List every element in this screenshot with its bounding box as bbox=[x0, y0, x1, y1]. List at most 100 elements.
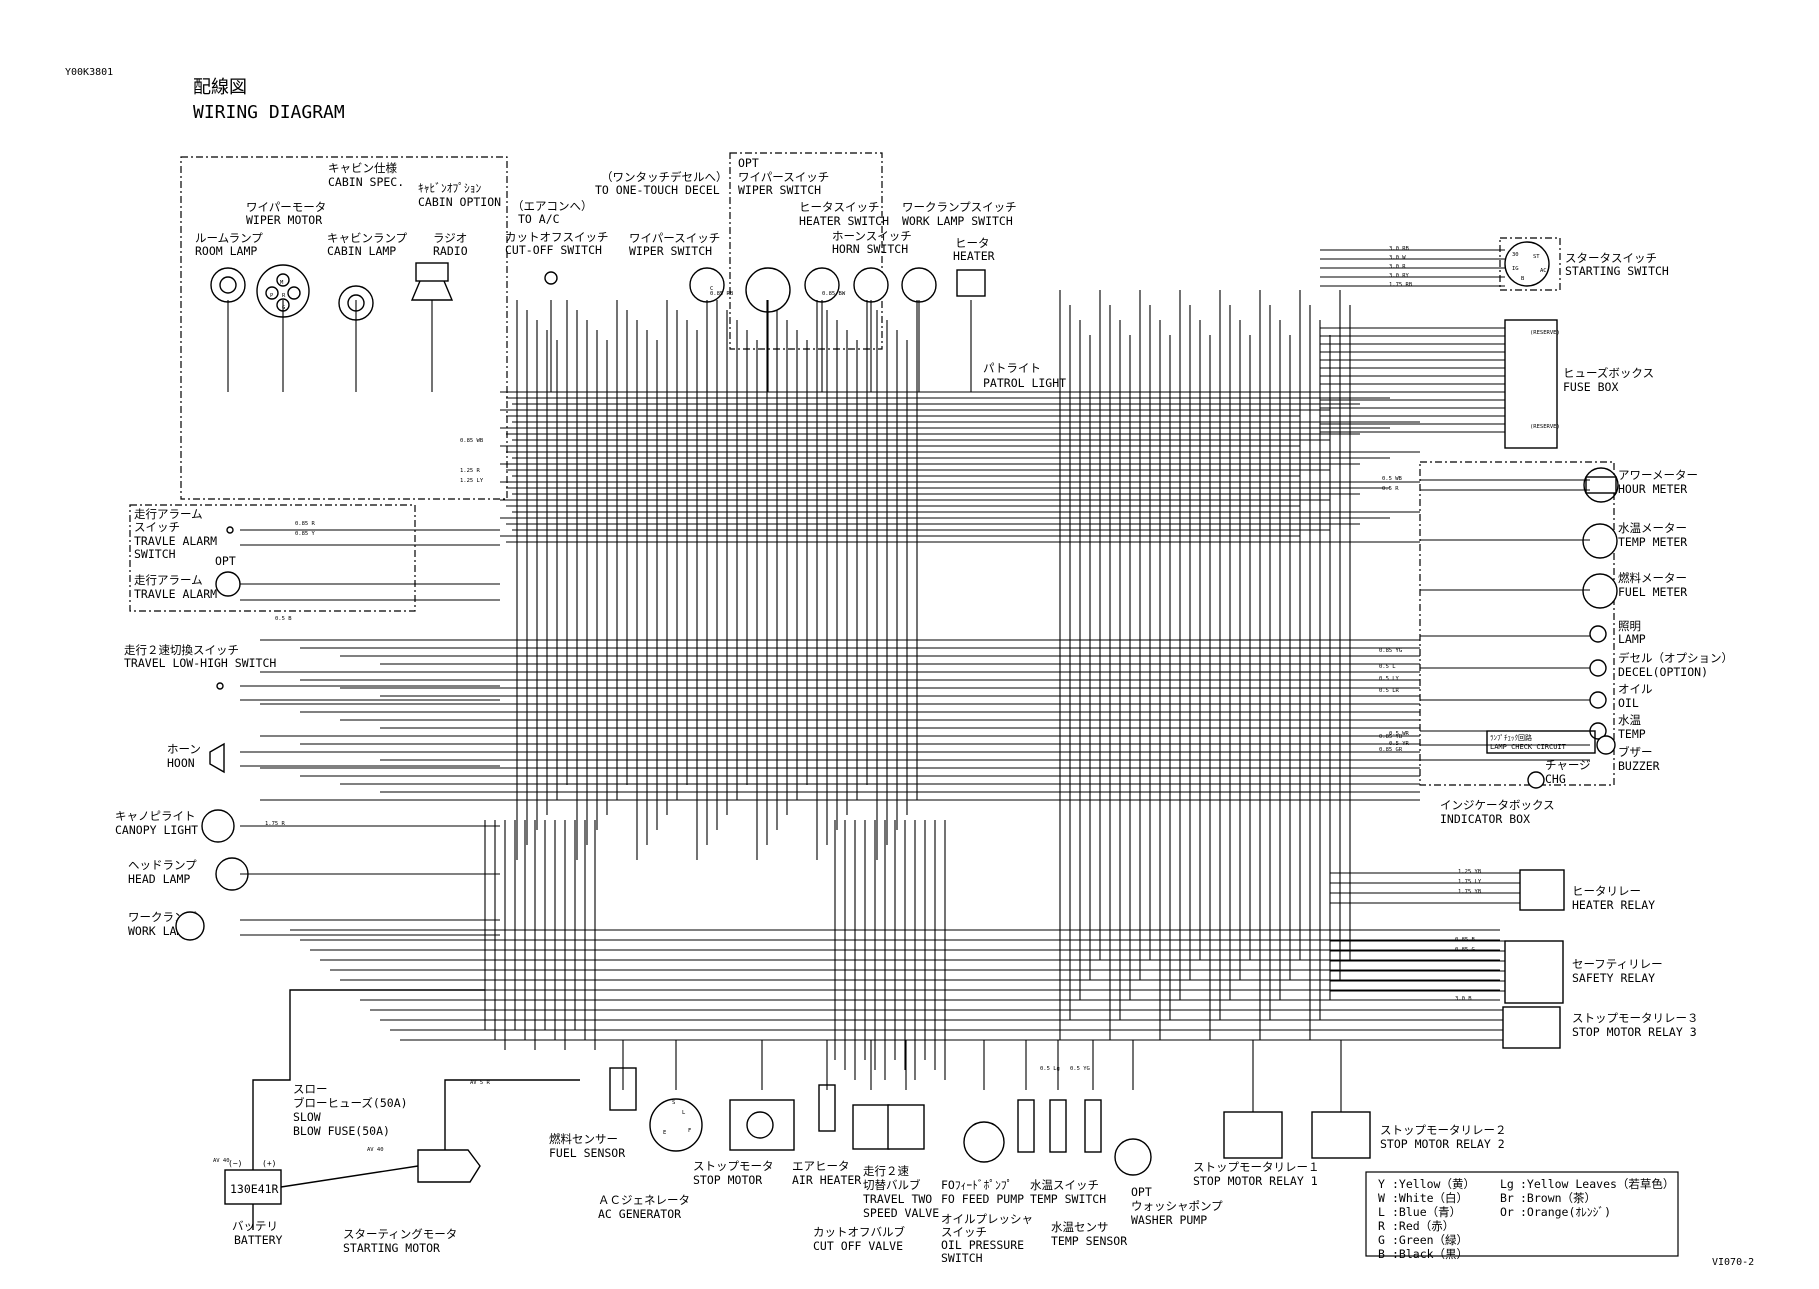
starting-switch-ja: スタータスイッチ bbox=[1565, 251, 1657, 265]
terminal-label: C bbox=[710, 286, 713, 292]
horn-switch-ja: ホーンスイッチ bbox=[832, 229, 912, 243]
cabin-spec-en: CABIN SPEC. bbox=[328, 175, 404, 189]
temp-switch-en: TEMP SWITCH bbox=[1030, 1192, 1106, 1206]
washer-pump-icon bbox=[1114, 1138, 1152, 1176]
battery-ja: バッテリ bbox=[232, 1219, 278, 1233]
wire bbox=[252, 989, 485, 1170]
legend-code: W bbox=[1378, 1191, 1385, 1205]
buzzer-en: BUZZER bbox=[1618, 759, 1660, 773]
cutoff-switch-ja: カットオフスイッチ bbox=[505, 230, 609, 244]
wire-label: 3.0 RB bbox=[1389, 246, 1410, 252]
oil-pressure-en2: SWITCH bbox=[941, 1251, 983, 1265]
room-lamp-en: ROOM LAMP bbox=[195, 244, 257, 258]
stop-relay3-en: STOP MOTOR RELAY 3 bbox=[1572, 1025, 1697, 1039]
room-lamp-ja: ルームランプ bbox=[195, 231, 263, 245]
washer-pump-ja: ウォッシャポンプ bbox=[1131, 1199, 1223, 1213]
ac-generator-icon bbox=[649, 1098, 703, 1152]
wire-label: 1.75 LY bbox=[1458, 879, 1482, 885]
legend-code: Or bbox=[1500, 1205, 1514, 1219]
oil-ja: オイル bbox=[1618, 682, 1653, 696]
charge-en: CHG bbox=[1545, 772, 1566, 786]
starting-switch-frame bbox=[1499, 237, 1561, 291]
oil-pressure-ja1: オイルプレッシャ bbox=[941, 1212, 1033, 1226]
terminal-label: M bbox=[280, 280, 284, 286]
temp-sensor-en: TEMP SENSOR bbox=[1051, 1234, 1127, 1248]
travel-two-valve-icon bbox=[887, 1104, 925, 1150]
oil-pressure-ja2: スイッチ bbox=[941, 1225, 987, 1239]
starting-motor-icon bbox=[417, 1149, 481, 1183]
legend-name: :Green（緑） bbox=[1392, 1233, 1468, 1247]
stop-relay2-ja: ストップモータリレー２ bbox=[1380, 1123, 1507, 1137]
wire-label: 0.85 BW bbox=[822, 291, 846, 297]
legend-name: :White（白） bbox=[1392, 1191, 1468, 1205]
temp-switch-ja: 水温スイッチ bbox=[1030, 1178, 1099, 1192]
to-ac-ja: （エアコンへ） bbox=[512, 199, 593, 213]
safety-relay-en: SAFETY RELAY bbox=[1572, 971, 1655, 985]
head-lamp-en: HEAD LAMP bbox=[128, 872, 190, 886]
indicator-box-en: INDICATOR BOX bbox=[1440, 812, 1530, 826]
wire-label: 0.85 G bbox=[1455, 947, 1475, 953]
travel-alarm-icon bbox=[215, 571, 241, 597]
legend-name: :Yellow（黄） bbox=[1392, 1177, 1475, 1191]
slow-blow-ja1: スロー bbox=[293, 1082, 328, 1096]
legend-name: :Blue（青） bbox=[1392, 1205, 1461, 1219]
wire-label: 1.75 R bbox=[265, 821, 286, 827]
legend-code: B bbox=[1378, 1247, 1385, 1261]
cabin-lamp-en: CABIN LAMP bbox=[327, 244, 396, 258]
fo-pump-en: FO FEED PUMP bbox=[941, 1192, 1024, 1206]
oil-pressure-en1: OIL PRESSURE bbox=[941, 1238, 1024, 1252]
air-heater-icon bbox=[818, 1084, 836, 1132]
opt-wiper-box bbox=[729, 152, 883, 350]
wiper-switch-en: WIPER SWITCH bbox=[629, 244, 712, 258]
terminal-label: ST bbox=[1533, 254, 1540, 260]
cabin-option-ja: ｷｬﾋﾞﾝｵﾌﾟｼｮﾝ bbox=[418, 181, 481, 195]
terminal-label: P bbox=[270, 293, 274, 299]
cutoff-switch-icon bbox=[544, 271, 558, 285]
horn-ja: ホーン bbox=[167, 742, 201, 756]
heater-relay-en: HEATER RELAY bbox=[1572, 898, 1655, 912]
hour-meter-en: HOUR METER bbox=[1618, 482, 1687, 496]
travel-two-en1: TRAVEL TWO bbox=[863, 1192, 932, 1206]
hour-meter-icon bbox=[1585, 476, 1617, 494]
work-lamp-switch-en: WORK LAMP SWITCH bbox=[902, 214, 1013, 228]
safety-relay-ja: セーフティリレー bbox=[1572, 957, 1663, 971]
work-lamp-en: WORK LAMP bbox=[128, 924, 190, 938]
fuse-reserve-1: (RESERVE) bbox=[1530, 330, 1560, 336]
starting-motor-ja: スターティングモータ bbox=[343, 1227, 457, 1241]
wire-label: 0.5 Lg bbox=[1040, 1066, 1060, 1072]
cabin-spec-box bbox=[180, 156, 508, 500]
horn-en: HOON bbox=[167, 756, 195, 770]
wire-label: 3.0 W bbox=[1389, 255, 1406, 261]
opt-wiper-en: WIPER SWITCH bbox=[738, 183, 821, 197]
air-heater-ja: エアヒータ bbox=[792, 1159, 850, 1173]
stop-relay1-icon bbox=[1223, 1111, 1283, 1159]
legend-code: Y bbox=[1378, 1177, 1385, 1191]
terminal-label: L bbox=[682, 1110, 686, 1116]
fuel-sensor-ja: 燃料センサー bbox=[549, 1132, 618, 1146]
cabin-spec-ja: キャビン仕様 bbox=[328, 161, 397, 175]
temp-en: TEMP bbox=[1618, 727, 1646, 741]
travel-alarm-switch-en2: SWITCH bbox=[134, 547, 176, 561]
fo-feed-pump-icon bbox=[963, 1121, 1005, 1163]
wiper-switch-ja: ワイパースイッチ bbox=[629, 231, 720, 245]
wire-label: 1.25 LY bbox=[460, 478, 484, 484]
heater-switch-en: HEATER SWITCH bbox=[799, 214, 889, 228]
canopy-light-icon bbox=[201, 809, 235, 843]
travel-lowhigh-ja: 走行２速切換スイッチ bbox=[124, 643, 239, 657]
wire-label: 0.5 WR bbox=[1389, 731, 1410, 737]
travel-alarm-switch-en1: TRAVLE ALARM bbox=[134, 534, 217, 548]
starting-motor-en: STARTING MOTOR bbox=[343, 1241, 440, 1255]
heater-relay-icon bbox=[1519, 869, 1565, 911]
to-decel-ja: （ワンタッチデセルへ） bbox=[601, 170, 728, 184]
fuel-sensor-en: FUEL SENSOR bbox=[549, 1146, 625, 1160]
slow-blow-en2: BLOW FUSE(50A) bbox=[293, 1124, 390, 1138]
oil-indicator-icon bbox=[1589, 691, 1607, 709]
legend-code: R bbox=[1378, 1219, 1385, 1233]
cutoff-valve-ja: カットオフバルブ bbox=[813, 1225, 905, 1239]
work-lamp-icon bbox=[175, 911, 205, 941]
wire-label: 0.85 WB bbox=[460, 438, 484, 444]
wire-network bbox=[227, 249, 1590, 1230]
heater-relay-ja: ヒータリレー bbox=[1572, 884, 1641, 898]
hour-meter-ja: アワーメーター bbox=[1618, 468, 1698, 482]
